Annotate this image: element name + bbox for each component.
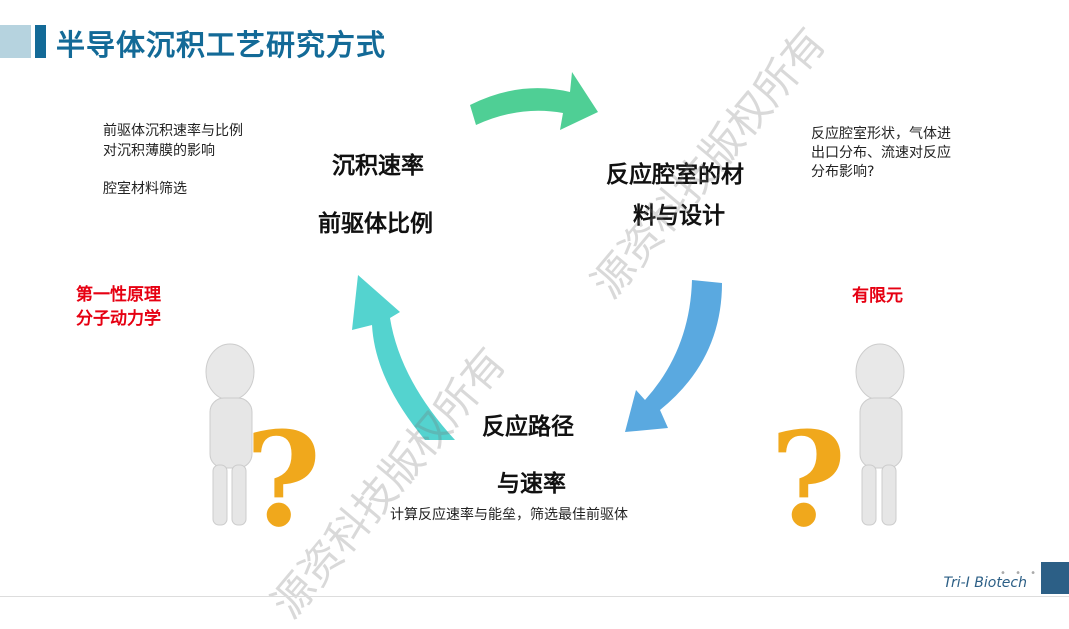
chamber-heading-1: 反应腔室的材 bbox=[606, 162, 744, 188]
thinking-person-right-icon: ? bbox=[770, 343, 905, 556]
footer-divider bbox=[0, 596, 1069, 597]
right-method-label: 有限元 bbox=[852, 286, 903, 306]
note-line: 对沉积薄膜的影响 bbox=[103, 143, 215, 159]
blue-arrow-icon bbox=[625, 280, 722, 432]
note-line: 腔室材料筛选 bbox=[103, 181, 187, 197]
label-line: 第一性原理 bbox=[76, 285, 161, 305]
chamber-heading-2: 料与设计 bbox=[633, 203, 725, 229]
note-line: 分布影响? bbox=[811, 164, 875, 180]
chamber-notes: 反应腔室形状，气体进 出口分布、流速对反应 分布影响? bbox=[811, 125, 951, 182]
pathway-note: 计算反应速率与能垒，筛选最佳前驱体 bbox=[390, 507, 628, 523]
title-accent-dark bbox=[35, 25, 46, 58]
pathway-heading-1: 反应路径 bbox=[482, 414, 574, 440]
note-line: 反应腔室形状，气体进 bbox=[811, 126, 951, 142]
svg-text:?: ? bbox=[770, 403, 846, 556]
deposition-notes: 前驱体沉积速率与比例 对沉积薄膜的影响 腔室材料筛选 bbox=[103, 121, 243, 199]
cycle-arrows: ? ? bbox=[205, 72, 905, 556]
green-arrow-icon bbox=[470, 72, 598, 130]
label-line: 分子动力学 bbox=[76, 309, 161, 329]
footer-square bbox=[1041, 562, 1069, 594]
title-accent-light bbox=[0, 25, 31, 58]
deposition-rate-heading: 沉积速率 bbox=[332, 153, 424, 179]
teal-arrow-icon bbox=[352, 275, 455, 440]
note-line: 出口分布、流速对反应 bbox=[811, 145, 951, 161]
pathway-heading-2: 与速率 bbox=[497, 471, 566, 497]
svg-text:?: ? bbox=[245, 403, 321, 556]
note-line: 前驱体沉积速率与比例 bbox=[103, 123, 243, 139]
left-method-label: 第一性原理 分子动力学 bbox=[76, 283, 161, 331]
page-title: 半导体沉积工艺研究方式 bbox=[56, 28, 387, 62]
footer-dots: • • • bbox=[1000, 568, 1040, 579]
thinking-person-left-icon: ? bbox=[205, 343, 321, 556]
company-logo: Tri-I Biotech bbox=[943, 575, 1027, 591]
precursor-ratio-heading: 前驱体比例 bbox=[318, 211, 433, 237]
